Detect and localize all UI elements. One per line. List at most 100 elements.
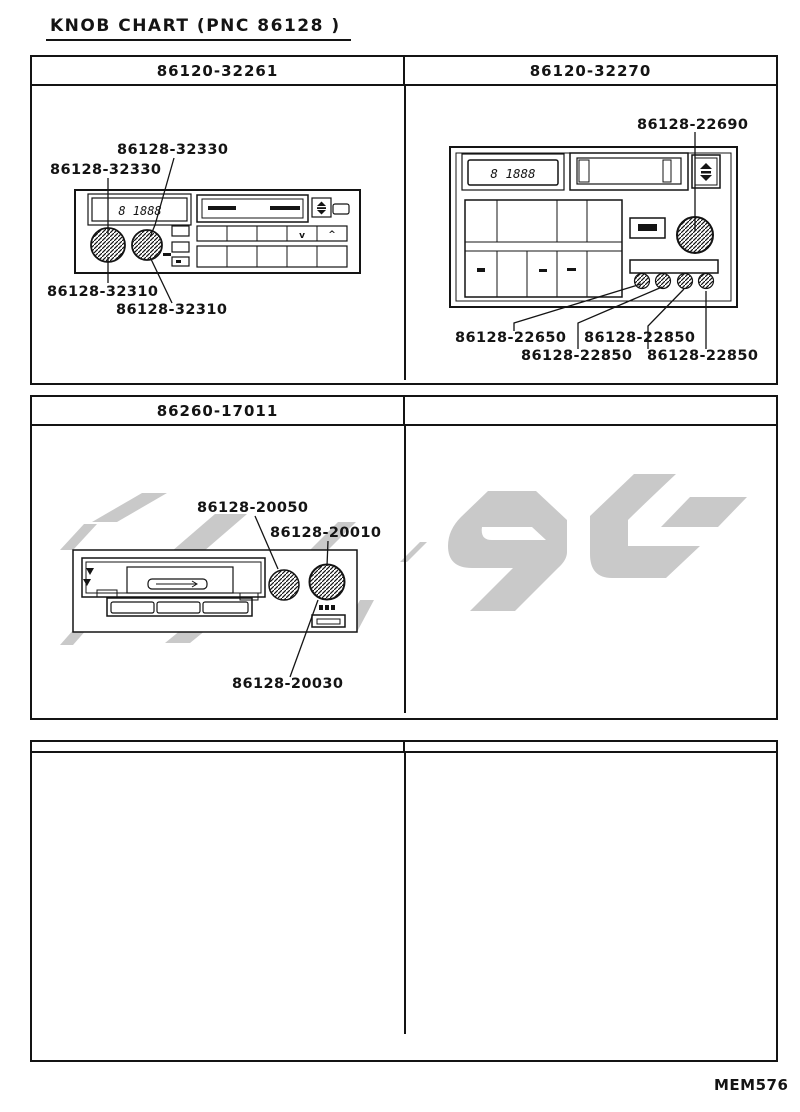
table-bottom-divider xyxy=(404,753,406,1034)
radio3-button-2 xyxy=(156,601,201,614)
radio1-display-digits: 8 1888 xyxy=(118,204,161,218)
radio2-small-knob-2 xyxy=(654,272,672,290)
radio2-down-arrow-icon xyxy=(700,175,712,181)
callout-86128-22650: 86128-22650 xyxy=(455,330,567,346)
radio1-up-arrow-icon xyxy=(317,201,326,206)
radio3-triangle-icon-2 xyxy=(83,579,91,586)
radio1-cassette-slot-right xyxy=(270,206,300,210)
table-top-header-left: 86120-32261 xyxy=(156,62,279,80)
radio1-small-button-1 xyxy=(171,225,190,237)
radio3-tiny-square-3 xyxy=(331,605,335,610)
radio1-button-row-top xyxy=(196,225,348,242)
radio1-small-button-mark xyxy=(176,260,181,263)
radio1-button-row-bottom xyxy=(196,245,348,268)
radio2-small-knob-1 xyxy=(633,272,651,290)
radio1-right-knob xyxy=(131,229,163,261)
table-middle-body xyxy=(32,426,776,713)
radio2-button-mark-1 xyxy=(477,268,485,272)
table-bottom-header-right xyxy=(403,742,776,751)
radio3-small-rect-left xyxy=(96,589,118,598)
callout-86128-32310-bottom-left: 86128-32310 xyxy=(47,284,159,300)
radio1-diagram: 8 1888 v ^ xyxy=(74,157,361,304)
callout-86128-22690: 86128-22690 xyxy=(637,117,749,133)
radio2-cassette-inner xyxy=(576,157,682,185)
radio3-bottom-button-inner xyxy=(316,618,341,625)
radio3-slot-arrow-icon xyxy=(191,580,198,588)
radio2-button-grid xyxy=(464,199,623,298)
radio3-triangle-icon-1 xyxy=(86,568,94,575)
radio1-down-arrow-icon xyxy=(317,210,326,215)
callout-86128-32310-bottom: 86128-32310 xyxy=(116,302,228,318)
page-title: KNOB CHART (PNC 86128 ) xyxy=(46,16,351,41)
radio3-window-frame xyxy=(81,557,266,598)
callout-86128-32330-left: 86128-32330 xyxy=(50,162,162,178)
table-bottom xyxy=(30,740,778,1062)
radio2-small-panel xyxy=(629,217,666,239)
radio2-button-mark-3 xyxy=(567,268,576,271)
radio3-button-row xyxy=(106,597,253,617)
table-middle-header-row: 86260-17011 xyxy=(32,397,776,426)
footer-code: MEM576 xyxy=(714,1076,789,1094)
callout-86128-22850-row2-left: 86128-22850 xyxy=(521,348,633,364)
radio1-cassette-door xyxy=(196,194,309,223)
radio3-button-1 xyxy=(110,601,155,614)
radio3-diagram xyxy=(72,515,358,678)
table-top-divider xyxy=(404,86,406,380)
table-top-header-row: 86120-32261 86120-32270 xyxy=(32,57,776,86)
radio2-arrow-bar-icon xyxy=(701,171,711,174)
radio2-small-knob-3 xyxy=(676,272,694,290)
callout-86128-32330-top: 86128-32330 xyxy=(117,142,229,158)
radio3-tiny-square-2 xyxy=(325,605,329,610)
radio1-small-button-3 xyxy=(171,256,190,267)
radio3-unit-body xyxy=(72,549,358,633)
callout-86128-20010: 86128-20010 xyxy=(270,525,382,541)
radio1-seek-down-label: v xyxy=(299,231,305,241)
radio1-dash-mark xyxy=(163,253,171,256)
radio3-bottom-button xyxy=(311,614,346,628)
radio1-updown-button xyxy=(311,197,332,218)
radio2-cassette-bar-left xyxy=(578,159,590,183)
radio3-cassette-slot xyxy=(126,566,234,594)
table-bottom-header-row xyxy=(32,742,776,753)
radio3-slot-tab xyxy=(147,578,208,590)
table-bottom-body xyxy=(32,753,776,1034)
table-top-body xyxy=(32,86,776,380)
radio2-display xyxy=(467,159,559,186)
callout-86128-20030: 86128-20030 xyxy=(232,676,344,692)
radio2-small-panel-bar xyxy=(638,224,657,231)
radio2-leader-lines xyxy=(513,132,707,349)
radio3-leader-lines xyxy=(254,515,329,678)
radio1-cassette-inner xyxy=(201,198,304,219)
radio2-display-digits: 8 1888 xyxy=(490,166,535,181)
radio2-cassette-door xyxy=(569,152,689,191)
callout-86128-22850-row1: 86128-22850 xyxy=(584,330,696,346)
table-middle-header-left: 86260-17011 xyxy=(156,402,279,420)
radio2-diagram: 8 1888 xyxy=(449,132,738,349)
radio1-seek-up-label: ^ xyxy=(328,230,336,240)
radio3-small-rect-right xyxy=(239,592,259,601)
radio1-display-frame xyxy=(87,193,192,226)
callout-86128-22850-row2-right: 86128-22850 xyxy=(647,348,759,364)
radio2-cassette-bar-right xyxy=(662,159,672,183)
table-bottom-header-left xyxy=(32,742,403,751)
radio2-up-arrow-icon xyxy=(700,163,712,169)
radio2-thin-button-bar xyxy=(629,259,719,274)
radio2-display-frame xyxy=(461,153,565,191)
radio3-large-knob xyxy=(308,563,346,601)
radio3-tiny-square-1 xyxy=(319,605,323,610)
table-top: 86120-32261 86120-32270 xyxy=(30,55,778,385)
table-middle: 86260-17011 xyxy=(30,395,778,720)
radio1-cassette-slot-left xyxy=(208,206,236,210)
radio1-leader-lines xyxy=(107,157,175,304)
radio2-updown-button xyxy=(691,154,721,189)
table-middle-header-right xyxy=(403,397,776,424)
radio3-button-3 xyxy=(202,601,249,614)
callout-86128-20050: 86128-20050 xyxy=(197,500,309,516)
radio2-small-knob-4 xyxy=(697,272,715,290)
radio1-arrow-bar-icon xyxy=(317,207,326,209)
table-top-header-right: 86120-32270 xyxy=(403,57,776,84)
radio2-button-mark-2 xyxy=(539,269,547,272)
radio1-small-button-2 xyxy=(171,241,190,253)
radio1-display xyxy=(91,197,188,222)
radio1-side-button xyxy=(332,203,350,215)
